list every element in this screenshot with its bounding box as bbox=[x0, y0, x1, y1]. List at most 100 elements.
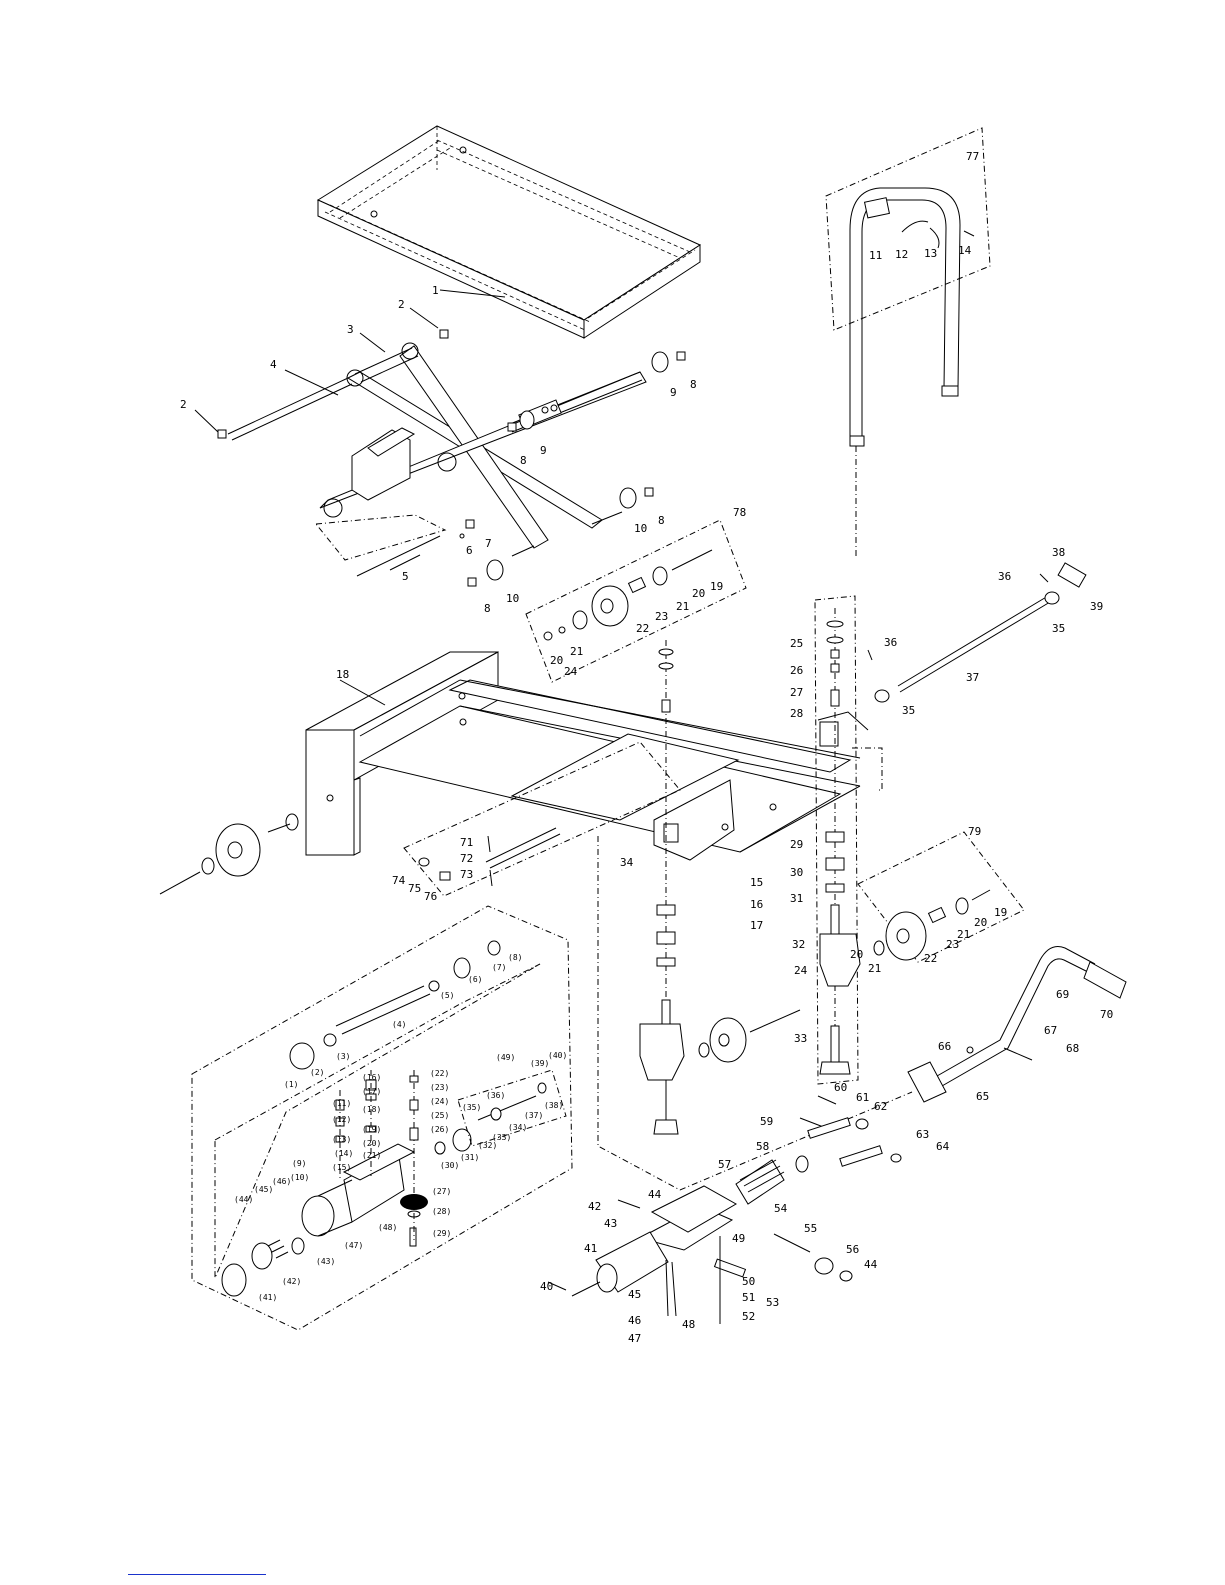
label-25: 25 bbox=[790, 637, 803, 650]
pump-label-37: (37) bbox=[524, 1111, 543, 1120]
pump-label-17: (17) bbox=[362, 1087, 381, 1096]
pump-label-1: (1) bbox=[284, 1080, 298, 1089]
label-49: 49 bbox=[732, 1232, 745, 1245]
label-66: 66 bbox=[938, 1040, 951, 1053]
label-65: 65 bbox=[976, 1090, 989, 1103]
pump-label-26: (26) bbox=[430, 1125, 449, 1134]
label-51: 51 bbox=[742, 1291, 755, 1304]
pump-label-16: (16) bbox=[362, 1073, 381, 1082]
label-20a: 20 bbox=[692, 587, 705, 600]
scissor-arm-assembly bbox=[194, 307, 686, 587]
label-41: 41 bbox=[584, 1242, 597, 1255]
label-26: 26 bbox=[790, 664, 803, 677]
pump-label-10: (10) bbox=[290, 1173, 309, 1182]
label-15: 15 bbox=[750, 876, 763, 889]
footer-link-underline[interactable] bbox=[128, 1574, 266, 1575]
label-22b: 22 bbox=[924, 952, 937, 965]
label-11: 11 bbox=[869, 249, 882, 262]
label-8b: 8 bbox=[520, 454, 527, 467]
label-3: 3 bbox=[347, 323, 354, 336]
label-68: 68 bbox=[1066, 1042, 1079, 1055]
label-37: 37 bbox=[966, 671, 979, 684]
pump-label-34: (34) bbox=[508, 1123, 527, 1132]
label-21b: 21 bbox=[570, 645, 583, 658]
label-20b: 20 bbox=[550, 654, 563, 667]
label-36a: 36 bbox=[998, 570, 1011, 583]
label-54: 54 bbox=[774, 1202, 788, 1215]
label-59: 59 bbox=[760, 1115, 773, 1128]
handle-assembly bbox=[825, 127, 991, 556]
label-28: 28 bbox=[790, 707, 803, 720]
label-61: 61 bbox=[856, 1091, 869, 1104]
pump-label-24: (24) bbox=[430, 1097, 449, 1106]
label-76: 76 bbox=[424, 890, 437, 903]
pump-label-2: (2) bbox=[310, 1068, 324, 1077]
label-16: 16 bbox=[750, 898, 763, 911]
pump-label-21: (21) bbox=[362, 1151, 381, 1160]
label-32: 32 bbox=[792, 938, 805, 951]
pump-label-29: (29) bbox=[432, 1229, 451, 1238]
pump-label-5: (5) bbox=[440, 991, 454, 1000]
label-10a: 10 bbox=[634, 522, 647, 535]
label-53: 53 bbox=[766, 1296, 779, 1309]
label-20d: 20 bbox=[850, 948, 863, 961]
pump-label-4: (4) bbox=[392, 1020, 406, 1029]
label-5: 5 bbox=[402, 570, 409, 583]
pedal-linkage bbox=[597, 836, 913, 1191]
pedal-rod bbox=[817, 562, 1087, 731]
label-44b: 44 bbox=[864, 1258, 878, 1271]
label-67: 67 bbox=[1044, 1024, 1057, 1037]
label-47: 47 bbox=[628, 1332, 641, 1345]
pump-label-41: (41) bbox=[258, 1293, 277, 1302]
label-73: 73 bbox=[460, 868, 473, 881]
label-21d: 21 bbox=[868, 962, 881, 975]
label-8a: 8 bbox=[690, 378, 697, 391]
pump-label-31: (31) bbox=[460, 1153, 479, 1162]
pump-label-14: (14) bbox=[334, 1149, 353, 1158]
label-36b: 36 bbox=[884, 636, 897, 649]
label-2b: 2 bbox=[180, 398, 187, 411]
label-21a: 21 bbox=[676, 600, 689, 613]
label-20c: 20 bbox=[974, 916, 987, 929]
label-35b: 35 bbox=[902, 704, 915, 717]
label-19b: 19 bbox=[994, 906, 1007, 919]
pump-label-19: (19) bbox=[362, 1125, 381, 1134]
pump-label-32: (32) bbox=[478, 1141, 497, 1150]
label-38: 38 bbox=[1052, 546, 1065, 559]
pump-label-46: (46) bbox=[272, 1177, 291, 1186]
label-27: 27 bbox=[790, 686, 803, 699]
label-72: 72 bbox=[460, 852, 473, 865]
pump-label-47: (47) bbox=[344, 1241, 363, 1250]
label-24b: 24 bbox=[794, 964, 808, 977]
label-71: 71 bbox=[460, 836, 473, 849]
label-55: 55 bbox=[804, 1222, 817, 1235]
pump-label-6: (6) bbox=[468, 975, 482, 984]
pump-label-3: (3) bbox=[336, 1052, 350, 1061]
label-13: 13 bbox=[924, 247, 937, 260]
label-64: 64 bbox=[936, 1140, 950, 1153]
pump-label-39: (39) bbox=[530, 1059, 549, 1068]
label-79: 79 bbox=[968, 825, 981, 838]
label-14: 14 bbox=[958, 244, 972, 257]
label-4: 4 bbox=[270, 358, 277, 371]
rear-wheel-kit bbox=[525, 519, 747, 683]
label-43: 43 bbox=[604, 1217, 617, 1230]
pump-label-30: (30) bbox=[440, 1161, 459, 1170]
pump-label-42: (42) bbox=[282, 1277, 301, 1286]
label-75: 75 bbox=[408, 882, 421, 895]
center-axle-stack bbox=[639, 640, 801, 1135]
base-frame bbox=[305, 651, 883, 861]
label-52: 52 bbox=[742, 1310, 755, 1323]
label-39: 39 bbox=[1090, 600, 1103, 613]
pump-label-9: (9) bbox=[292, 1159, 306, 1168]
label-2a: 2 bbox=[398, 298, 405, 311]
label-35a: 35 bbox=[1052, 622, 1065, 635]
label-8d: 8 bbox=[484, 602, 491, 615]
pump-label-35: (35) bbox=[462, 1103, 481, 1112]
label-34: 34 bbox=[620, 856, 634, 869]
label-31: 31 bbox=[790, 892, 803, 905]
label-19a: 19 bbox=[710, 580, 723, 593]
pump-label-7: (7) bbox=[492, 963, 506, 972]
label-74: 74 bbox=[392, 874, 406, 887]
